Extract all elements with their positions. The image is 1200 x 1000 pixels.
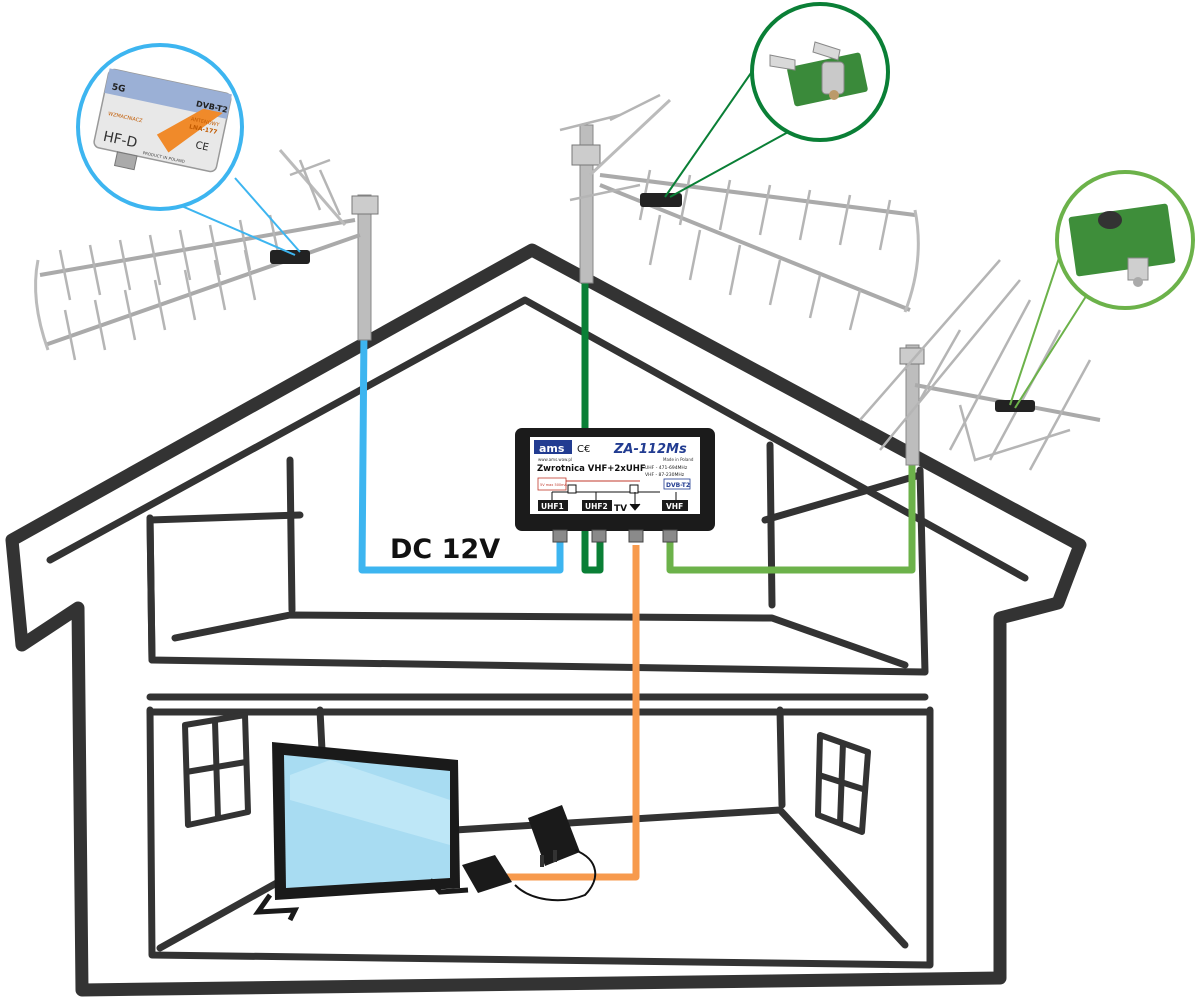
- amplifier-ce-label: CE: [194, 140, 209, 154]
- uhf2-connector[interactable]: [591, 529, 607, 543]
- house-outline: [5, 243, 1087, 997]
- combiner-port-uhf2: UHF2: [585, 502, 608, 511]
- amplifier-5g-label: 5G: [111, 82, 126, 95]
- vhf-connector[interactable]: [662, 529, 678, 543]
- combiner-dvb-logo: [663, 478, 691, 490]
- combiner-made-in: Made in Poland: [663, 457, 694, 462]
- amplifier-callout: HF-D 5G DVB-T2 WZMACNIACZ ANTENOWY LNA-1…: [76, 43, 244, 211]
- dc-voltage-label: DC 12V: [390, 534, 500, 565]
- vhf-cable: [666, 455, 916, 574]
- combiner-vhf-band: VHF - 87-230MHz: [645, 472, 685, 478]
- combiner-brand: ams: [539, 442, 565, 455]
- combiner-power-note: 5V max 500mA: [540, 483, 568, 487]
- combiner-model: ZA-112Ms: [613, 442, 687, 457]
- combiner-brand-logo: [534, 440, 572, 454]
- tv-connector[interactable]: [628, 529, 644, 543]
- right-window: [815, 732, 871, 835]
- vhf-callout-line: [1009, 254, 1061, 406]
- uhf2-cable: [581, 270, 604, 574]
- left-window: [182, 712, 251, 828]
- uhf2-callout-line: [664, 59, 761, 198]
- combiner-uhf-band: UHF - 471-694MHz: [645, 465, 688, 471]
- uhf2-filter-callout: [750, 2, 890, 142]
- uhf1-connector[interactable]: [552, 529, 568, 543]
- amplifier-brand: HF-D: [102, 129, 139, 152]
- house-inner-lines: [46, 296, 1029, 969]
- uhf-antenna-middle: [559, 93, 920, 331]
- svg-text:DVB-T2: DVB-T2: [666, 482, 690, 489]
- combiner-title: Zwrotnica VHF+2xUHF: [537, 464, 646, 474]
- combiner-port-tv: TV: [614, 504, 627, 514]
- uhf-antenna-left: [34, 149, 379, 361]
- combiner-port-vhf: VHF: [666, 502, 683, 511]
- combiner-port-uhf1: UHF1: [541, 502, 564, 511]
- television: [252, 742, 469, 922]
- power-supply: [514, 805, 597, 902]
- combiner-website: www.ams.waw.pl: [538, 457, 572, 462]
- vhf-antenna-right: [859, 259, 1101, 471]
- uhf1-cable: [358, 329, 564, 574]
- combiner-unit[interactable]: ams C€ ZA-112Ms www.ams.waw.pl Made in P…: [515, 428, 715, 543]
- vhf-filter-callout: [1055, 170, 1195, 310]
- power-inserter: [462, 855, 512, 893]
- combiner-ce-mark: C€: [577, 444, 590, 455]
